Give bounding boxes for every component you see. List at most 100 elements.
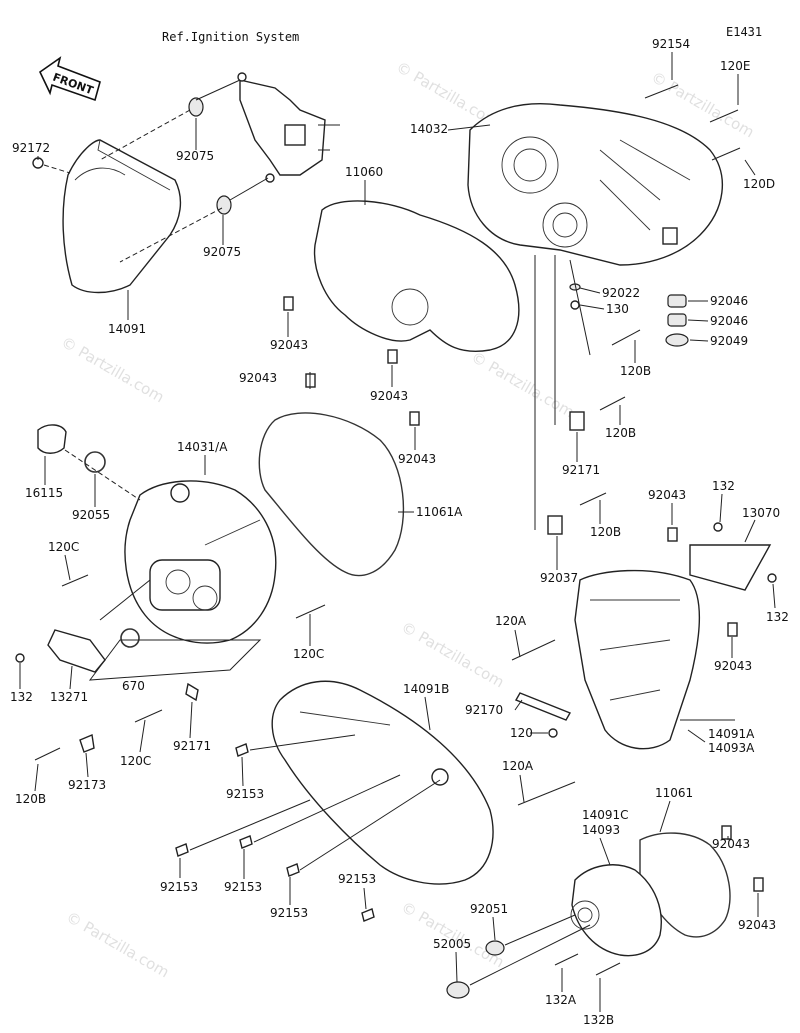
- dowel-92043: [753, 877, 764, 892]
- label-11061A: 11061A: [416, 505, 463, 519]
- seal-92051: [485, 940, 505, 956]
- bolt-92153: [286, 863, 300, 877]
- bolt-132: [767, 573, 777, 583]
- bolt-132A: [554, 953, 579, 966]
- watermark-text: © Partzilla.com: [468, 348, 577, 421]
- label-92172: 92172: [12, 141, 50, 155]
- label-120D: 120D: [743, 177, 775, 191]
- gasket-11061A: [258, 412, 405, 577]
- bolt-120C: [134, 709, 163, 723]
- label-120C: 120C: [293, 647, 324, 661]
- label-120A: 120A: [495, 614, 527, 628]
- cover-13070: [689, 544, 772, 591]
- label-92043: 92043: [738, 918, 776, 932]
- part-labels: 92172 92075 92075 14091 11060 92043 9204…: [10, 37, 789, 1027]
- bolt-92154: [644, 84, 679, 99]
- label-92171: 92171: [173, 739, 211, 753]
- label-14032: 14032: [410, 122, 448, 136]
- bolt-120B: [611, 329, 641, 346]
- dowel-92043: [387, 349, 398, 364]
- label-92075: 92075: [203, 245, 241, 259]
- label-92043: 92043: [239, 371, 277, 385]
- bolt-132: [713, 522, 723, 532]
- clamp-92171: [185, 682, 199, 702]
- label-13271: 13271: [50, 690, 88, 704]
- grommets-92075: [188, 97, 232, 215]
- bolt-132B: [595, 962, 621, 976]
- label-92049: 92049: [710, 334, 748, 348]
- label-14091: 14091: [108, 322, 146, 336]
- bolt-120D: [711, 147, 741, 161]
- dowel-92043: [721, 825, 732, 840]
- label-132A: 132A: [545, 993, 577, 1007]
- cover-14031A: [124, 480, 277, 644]
- label-120: 120: [510, 726, 533, 740]
- bolt-92153: [239, 835, 253, 849]
- front-arrow-icon: FRONT: [38, 56, 101, 102]
- bolt-92153: [361, 908, 375, 922]
- label-120C: 120C: [48, 540, 79, 554]
- label-120A: 120A: [502, 759, 534, 773]
- bush-92046: [667, 313, 687, 327]
- label-92043: 92043: [370, 389, 408, 403]
- label-92153: 92153: [226, 787, 264, 801]
- gasket-11061: [639, 832, 731, 938]
- cover-14091: [62, 139, 182, 294]
- oil-filler-cap-16115: [37, 424, 67, 454]
- bolt-120C: [61, 574, 89, 587]
- label-92043: 92043: [398, 452, 436, 466]
- oring-670: [120, 628, 140, 648]
- diagram-code: E1431: [726, 25, 762, 39]
- label-11061: 11061: [655, 786, 693, 800]
- label-120B: 120B: [605, 426, 636, 440]
- bolt-120A: [517, 781, 576, 806]
- label-92075: 92075: [176, 149, 214, 163]
- reference-note: Ref.Ignition System: [162, 30, 299, 44]
- bush-92046: [667, 294, 687, 308]
- leader-lines: [19, 52, 776, 1012]
- label-92173: 92173: [68, 778, 106, 792]
- label-92043: 92043: [714, 659, 752, 673]
- label-13070: 13070: [742, 506, 780, 520]
- dowel-92043: [409, 411, 420, 426]
- clamp-92173: [79, 734, 95, 753]
- bolt-92153: [235, 743, 249, 757]
- seal-52005: [446, 981, 470, 999]
- label-92171: 92171: [562, 463, 600, 477]
- bolt-120C: [295, 604, 326, 619]
- label-92051: 92051: [470, 902, 508, 916]
- label-92153: 92153: [224, 880, 262, 894]
- label-92153: 92153: [270, 906, 308, 920]
- ignition-bracket: [237, 72, 340, 183]
- oring-92055: [84, 451, 106, 473]
- label-120C: 120C: [120, 754, 151, 768]
- collar-92049: [665, 333, 689, 347]
- label-92043: 92043: [648, 488, 686, 502]
- label-132: 132: [712, 479, 735, 493]
- label-92153: 92153: [160, 880, 198, 894]
- label-120E: 120E: [720, 59, 751, 73]
- label-92037: 92037: [540, 571, 578, 585]
- label-14091B: 14091B: [403, 682, 449, 696]
- case-14091A: [574, 569, 735, 750]
- label-132: 132: [10, 690, 33, 704]
- label-14091A: 14091A: [708, 727, 755, 741]
- label-14093A: 14093A: [708, 741, 755, 755]
- label-16115: 16115: [25, 486, 63, 500]
- label-120B: 120B: [620, 364, 651, 378]
- watermark-text: © Partzilla.com: [398, 618, 507, 691]
- bolt-120B: [599, 396, 626, 411]
- bolt-132: [15, 653, 25, 663]
- clamp-92171: [569, 411, 585, 431]
- dowel-92043: [283, 296, 294, 311]
- dowel-92043: [727, 622, 738, 637]
- label-92055: 92055: [72, 508, 110, 522]
- label-132: 132: [766, 610, 789, 624]
- crankcase-14032: [467, 103, 723, 266]
- bolt-120B: [34, 747, 61, 761]
- label-92170: 92170: [465, 703, 503, 717]
- label-92022: 92022: [602, 286, 640, 300]
- label-92046: 92046: [710, 314, 748, 328]
- label-132B: 132B: [583, 1013, 614, 1027]
